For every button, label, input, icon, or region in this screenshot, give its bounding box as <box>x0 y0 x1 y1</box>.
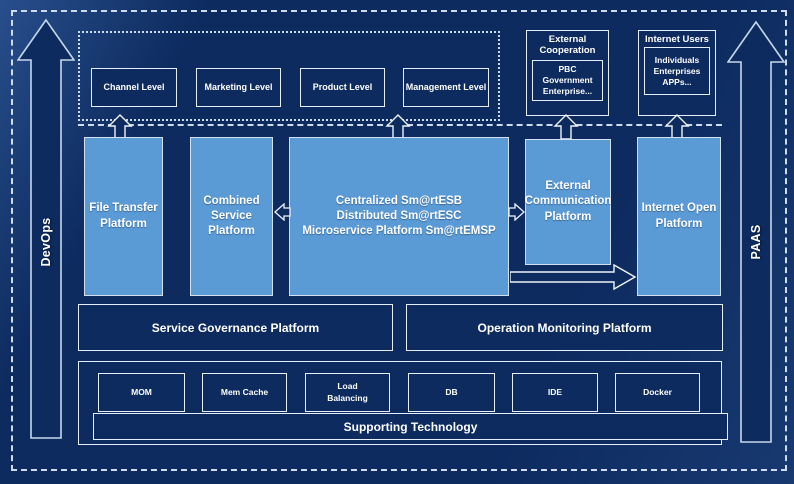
channel-level-box: Channel Level <box>91 68 177 107</box>
ide-box: IDE <box>512 373 598 412</box>
flow-arrow-long-right <box>510 263 637 291</box>
central-esb-platform-box: Centralized Sm@rtESB Distributed Sm@rtES… <box>289 137 509 296</box>
outer-dashed-border <box>11 10 787 471</box>
external-cooperation-title: External Cooperation <box>539 34 596 57</box>
supporting-technology-bar: Supporting Technology <box>93 413 728 440</box>
individuals-enterprises-apps-box: Individuals Enterprises APPs... <box>644 47 710 96</box>
flow-arrow-right <box>508 203 525 221</box>
central-line: Centralized Sm@rtESB <box>335 194 463 207</box>
internet-users-title: Internet Users <box>645 34 709 45</box>
combined-service-platform-box: Combined Service Platform <box>190 137 273 296</box>
member-line: APPs... <box>662 76 692 87</box>
file-transfer-platform-box: File Transfer Platform <box>84 137 163 296</box>
devops-label: DevOps <box>39 217 53 267</box>
internet-users-box: Internet Users Individuals Enterprises A… <box>638 30 716 116</box>
marketing-level-box: Marketing Level <box>196 68 281 107</box>
pbc-government-enterprise-box: PBC Government Enterprise... <box>532 59 603 101</box>
paas-up-arrow <box>727 20 785 443</box>
service-governance-platform-box: Service Governance Platform <box>78 304 393 351</box>
load-balancing-box: Load Balancing <box>305 373 390 412</box>
member-line: Enterprises <box>653 65 701 76</box>
flow-arrow-left <box>274 203 291 221</box>
central-line: Distributed Sm@rtESC <box>336 209 462 222</box>
mem-cache-box: Mem Cache <box>202 373 287 412</box>
product-level-box: Product Level <box>300 68 385 107</box>
external-cooperation-box: External Cooperation PBC Government Ente… <box>526 30 609 116</box>
management-level-box: Management Level <box>403 68 489 107</box>
operation-monitoring-platform-box: Operation Monitoring Platform <box>406 304 723 351</box>
devops-up-arrow <box>17 18 75 439</box>
internet-open-platform-box: Internet Open Platform <box>637 137 721 296</box>
docker-box: Docker <box>615 373 700 412</box>
levels-band <box>78 31 500 121</box>
db-box: DB <box>408 373 495 412</box>
paas-label: PAAS <box>749 224 763 260</box>
member-line: Individuals <box>654 54 700 65</box>
up-arrow <box>553 114 579 140</box>
external-communication-platform-box: External Communication Platform <box>525 139 611 265</box>
central-line: Microservice Platform Sm@rtEMSP <box>302 225 496 238</box>
mom-box: MOM <box>98 373 185 412</box>
